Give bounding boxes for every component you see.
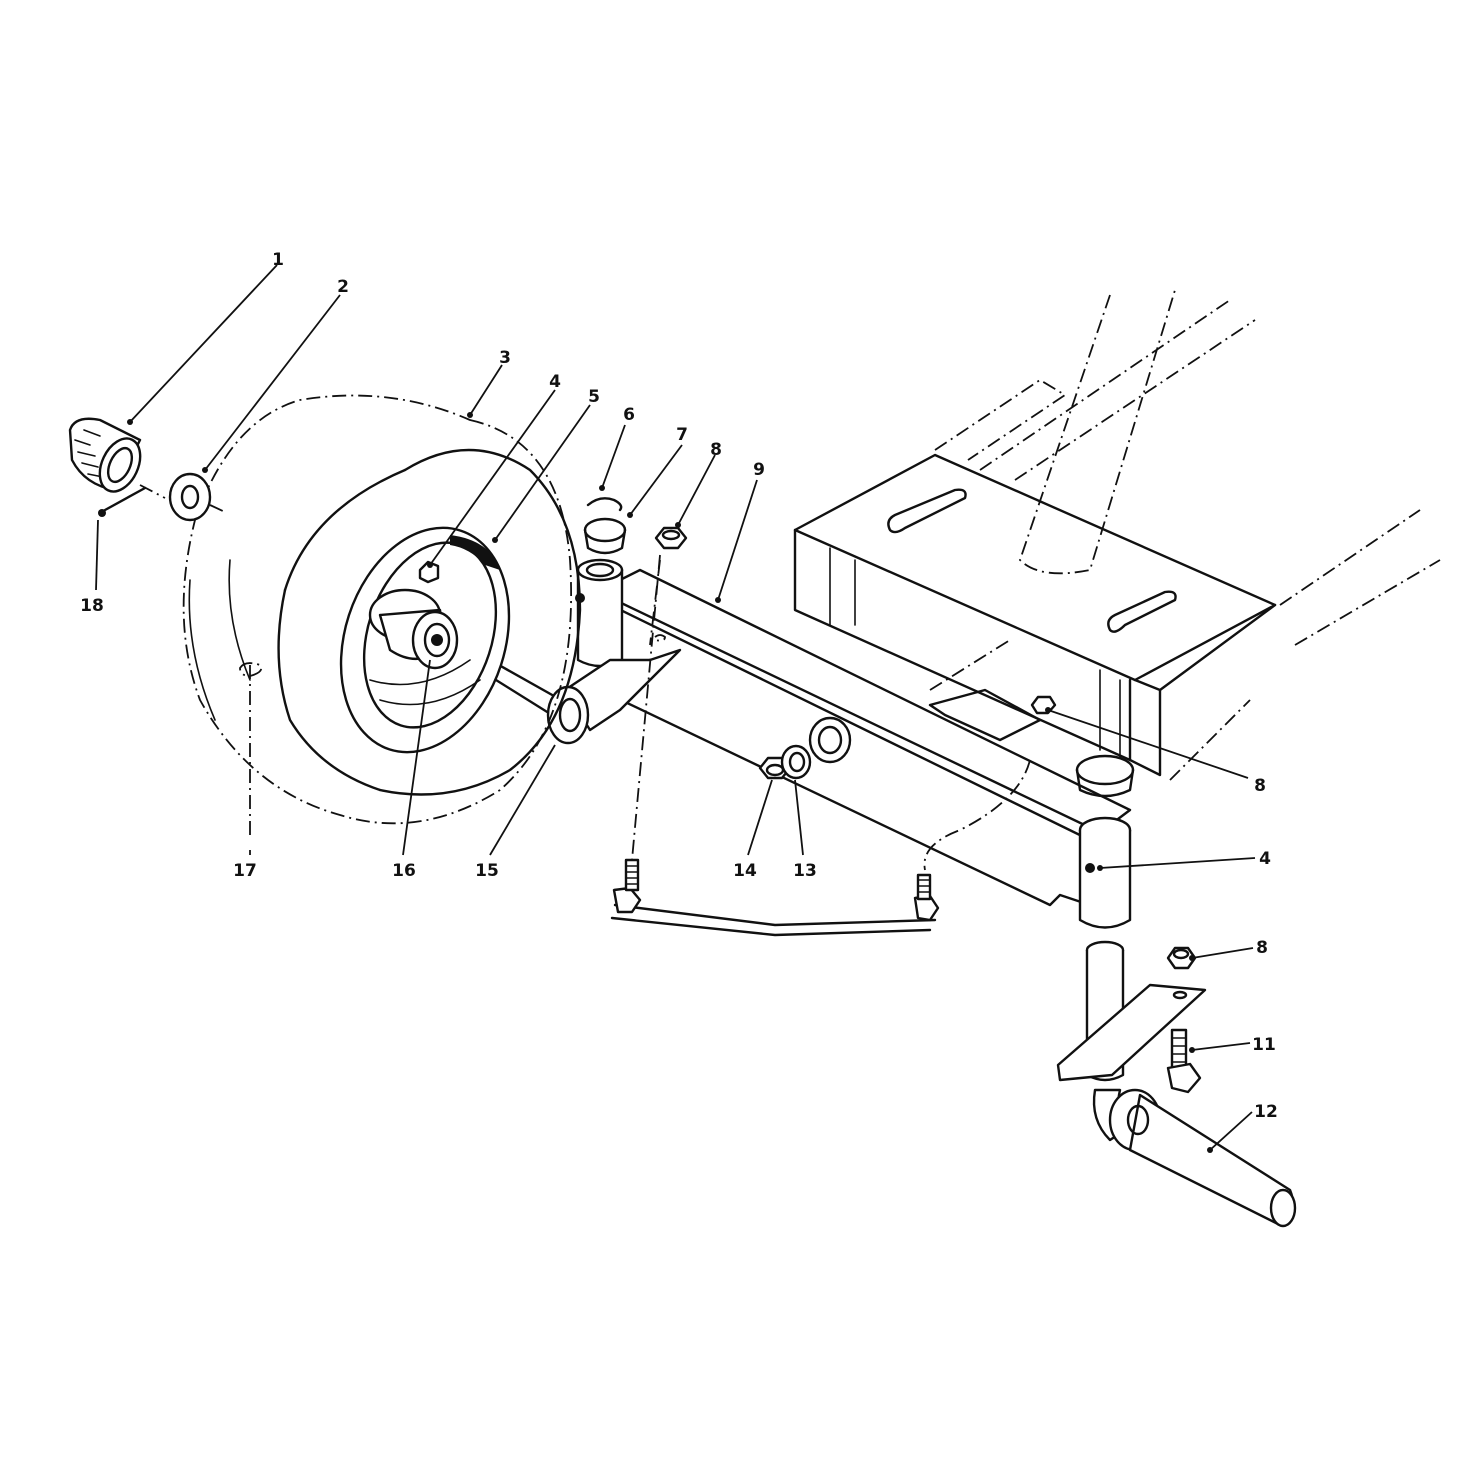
callout-3: 3 — [499, 348, 511, 368]
callout-17: 17 — [233, 861, 257, 881]
callout-16: 16 — [392, 861, 416, 881]
tie-rod — [610, 858, 940, 937]
callout-12: 12 — [1254, 1102, 1278, 1122]
axle-hardware — [758, 716, 852, 780]
callout-11: 11 — [1252, 1035, 1276, 1055]
tractor-frame — [934, 289, 1441, 781]
callout-9: 9 — [753, 460, 765, 480]
right-spindle — [1056, 754, 1297, 1228]
wheel-tire — [182, 394, 582, 825]
wheel-rim — [339, 526, 511, 754]
leader-lines — [95, 264, 1256, 1153]
frame-box — [793, 453, 1277, 777]
hubcap-parts — [68, 417, 666, 840]
left-spindle — [477, 558, 682, 745]
callout-15: 15 — [475, 861, 499, 881]
callout-8: 8 — [710, 440, 722, 460]
callout-4: 4 — [549, 372, 561, 392]
callout-18: 18 — [80, 596, 104, 616]
callout-7: 7 — [676, 425, 688, 445]
callout-labels: 1 2 3 4 5 6 7 8 9 18 17 16 15 14 13 8 4 … — [80, 250, 1278, 1122]
callout-1: 1 — [272, 250, 284, 270]
callout-2: 2 — [337, 277, 349, 297]
callout-4: 4 — [1259, 849, 1271, 869]
callout-8: 8 — [1254, 776, 1266, 796]
callout-8: 8 — [1256, 938, 1268, 958]
upper-hardware — [583, 497, 1057, 861]
callout-5: 5 — [588, 387, 600, 407]
callout-6: 6 — [623, 405, 635, 425]
callout-13: 13 — [793, 861, 817, 881]
axle-beam — [588, 568, 1132, 907]
callout-14: 14 — [733, 861, 757, 881]
